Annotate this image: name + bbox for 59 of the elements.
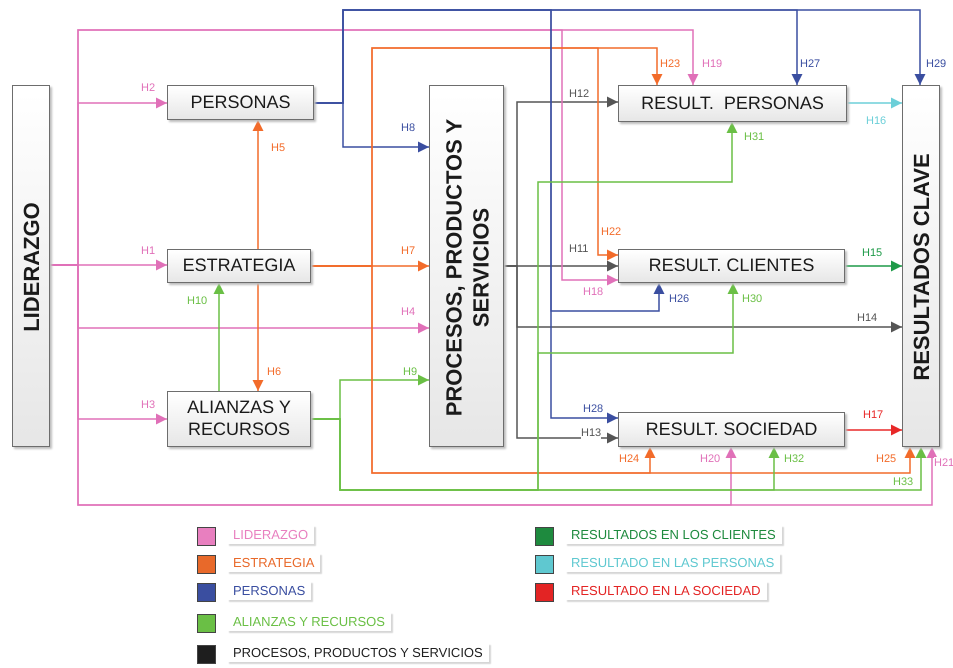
connector-arrow [504, 265, 902, 332]
edge-label: H32 [784, 453, 804, 465]
edge-label: H33 [893, 476, 914, 488]
edge-label: H20 [700, 453, 720, 465]
edge-label: H6 [267, 366, 282, 378]
process-bar: PROCESOS, PRODUCTOS Y SERVICIOS [429, 85, 504, 447]
edge-label: H3 [141, 399, 156, 411]
legend-label: RESULTADO EN LA SOCIEDAD [565, 581, 767, 600]
leadership-bar: LIDERAZGO [12, 85, 50, 447]
connector-arrow [845, 260, 902, 272]
connector-arrow [214, 283, 224, 391]
edge-label: H10 [187, 295, 208, 307]
edge-label: H14 [857, 312, 878, 324]
legend-label: ESTRATEGIA [227, 553, 320, 572]
result-bar: RESULTADOS CLAVE [902, 85, 940, 447]
edge-label: H13 [581, 427, 602, 439]
connector-arrow [252, 120, 264, 249]
legend-label: LIDERAZGO [227, 525, 314, 544]
edge-label: H18 [583, 286, 604, 298]
edge-label: H19 [702, 58, 722, 70]
edge-label: H9 [403, 366, 418, 378]
edge-label: H17 [863, 409, 884, 421]
edge-label: H15 [862, 247, 882, 259]
connector-arrow [314, 9, 926, 104]
legend-label: PERSONAS [227, 581, 312, 600]
result-box: RESULT. SOCIEDAD [618, 412, 845, 447]
process-box: PERSONAS [167, 85, 314, 120]
edge-label: H11 [569, 243, 588, 255]
edge-label: H31 [744, 131, 764, 143]
edge-label: H12 [569, 88, 590, 100]
result-box: RESULT. PERSONAS [618, 85, 847, 122]
legend-label: PROCESOS, PRODUCTOS Y SERVICIOS [227, 643, 489, 662]
connector-arrow [847, 98, 902, 108]
connector-arrow [845, 424, 902, 436]
connector-arrow [252, 283, 264, 391]
edge-label: H1 [141, 245, 156, 257]
edge-label: H22 [601, 226, 622, 238]
legend-label: RESULTADO EN LAS PERSONAS [565, 553, 780, 572]
process-box: ESTRATEGIA [167, 249, 311, 283]
edge-label: H16 [866, 115, 886, 127]
edge-label: H8 [401, 122, 416, 134]
edge-label: H4 [401, 306, 416, 318]
edge-label: H23 [660, 58, 680, 70]
result-box: RESULT. CLIENTES [618, 249, 845, 283]
connector-arrow [311, 418, 926, 491]
legend-label: RESULTADOS EN LOS CLIENTES [565, 525, 782, 544]
edge-label: H2 [141, 82, 156, 94]
process-box: ALIANZAS Y RECURSOS [167, 391, 311, 447]
edge-label: H24 [619, 453, 640, 465]
legend-label: ALIANZAS Y RECURSOS [227, 612, 391, 631]
edge-label: H5 [271, 142, 286, 154]
edge-label: H29 [926, 58, 946, 70]
edge-label: H30 [742, 293, 762, 305]
edge-label: H25 [876, 453, 896, 465]
connector-arrow [311, 265, 916, 474]
edge-label: H26 [669, 293, 690, 305]
edge-label: H7 [401, 245, 416, 257]
edge-label: H28 [583, 403, 604, 415]
edge-label: H27 [800, 58, 820, 70]
